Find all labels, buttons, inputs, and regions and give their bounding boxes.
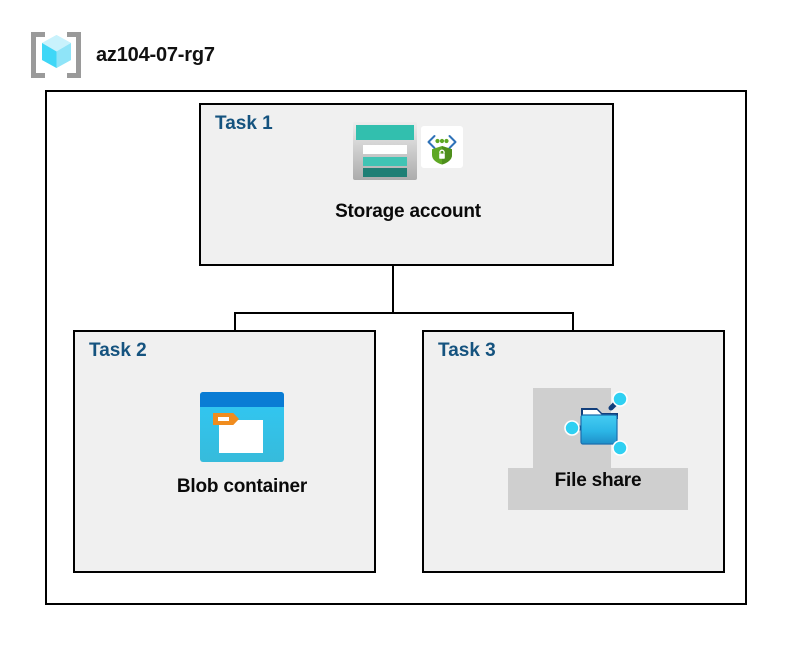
storage-row-white <box>363 145 407 154</box>
resource-group-cube-icon <box>30 29 82 81</box>
resource-group-title: az104-07-rg7 <box>96 43 215 66</box>
bracket-left-shape <box>31 32 45 78</box>
node-blob-container[interactable]: Blob container <box>152 392 332 498</box>
task-label-3: Task 3 <box>438 340 496 361</box>
storage-header-bar <box>356 125 414 140</box>
storage-account-icon <box>353 122 417 180</box>
secure-endpoint-shield-icon <box>421 126 463 168</box>
storage-account-icon-group <box>353 122 463 192</box>
blob-header-bar <box>200 392 284 407</box>
node-file-share[interactable]: File share <box>508 388 688 492</box>
blob-document <box>219 420 263 453</box>
task-label-2: Task 2 <box>89 340 147 361</box>
file-share-label-plate <box>508 468 688 510</box>
bracket-right-shape <box>67 32 81 78</box>
connector-bus-horizontal <box>234 312 574 314</box>
storage-row-teal <box>363 157 407 166</box>
blob-tag-slot <box>218 417 229 421</box>
node-caption-file-share: File share <box>554 470 642 491</box>
blob-container-icon <box>200 392 284 462</box>
task-label-1: Task 1 <box>215 113 273 134</box>
node-caption-blob-container: Blob container <box>176 476 308 497</box>
connector-storage-to-bus <box>392 232 394 314</box>
node-caption-storage-account: Storage account <box>335 201 481 222</box>
storage-row-dark <box>363 168 407 177</box>
cube-glyph <box>42 35 71 68</box>
resource-group-header: az104-07-rg7 <box>30 28 430 82</box>
node-storage-account[interactable]: Storage account <box>294 122 522 223</box>
file-share-icon <box>563 388 633 460</box>
